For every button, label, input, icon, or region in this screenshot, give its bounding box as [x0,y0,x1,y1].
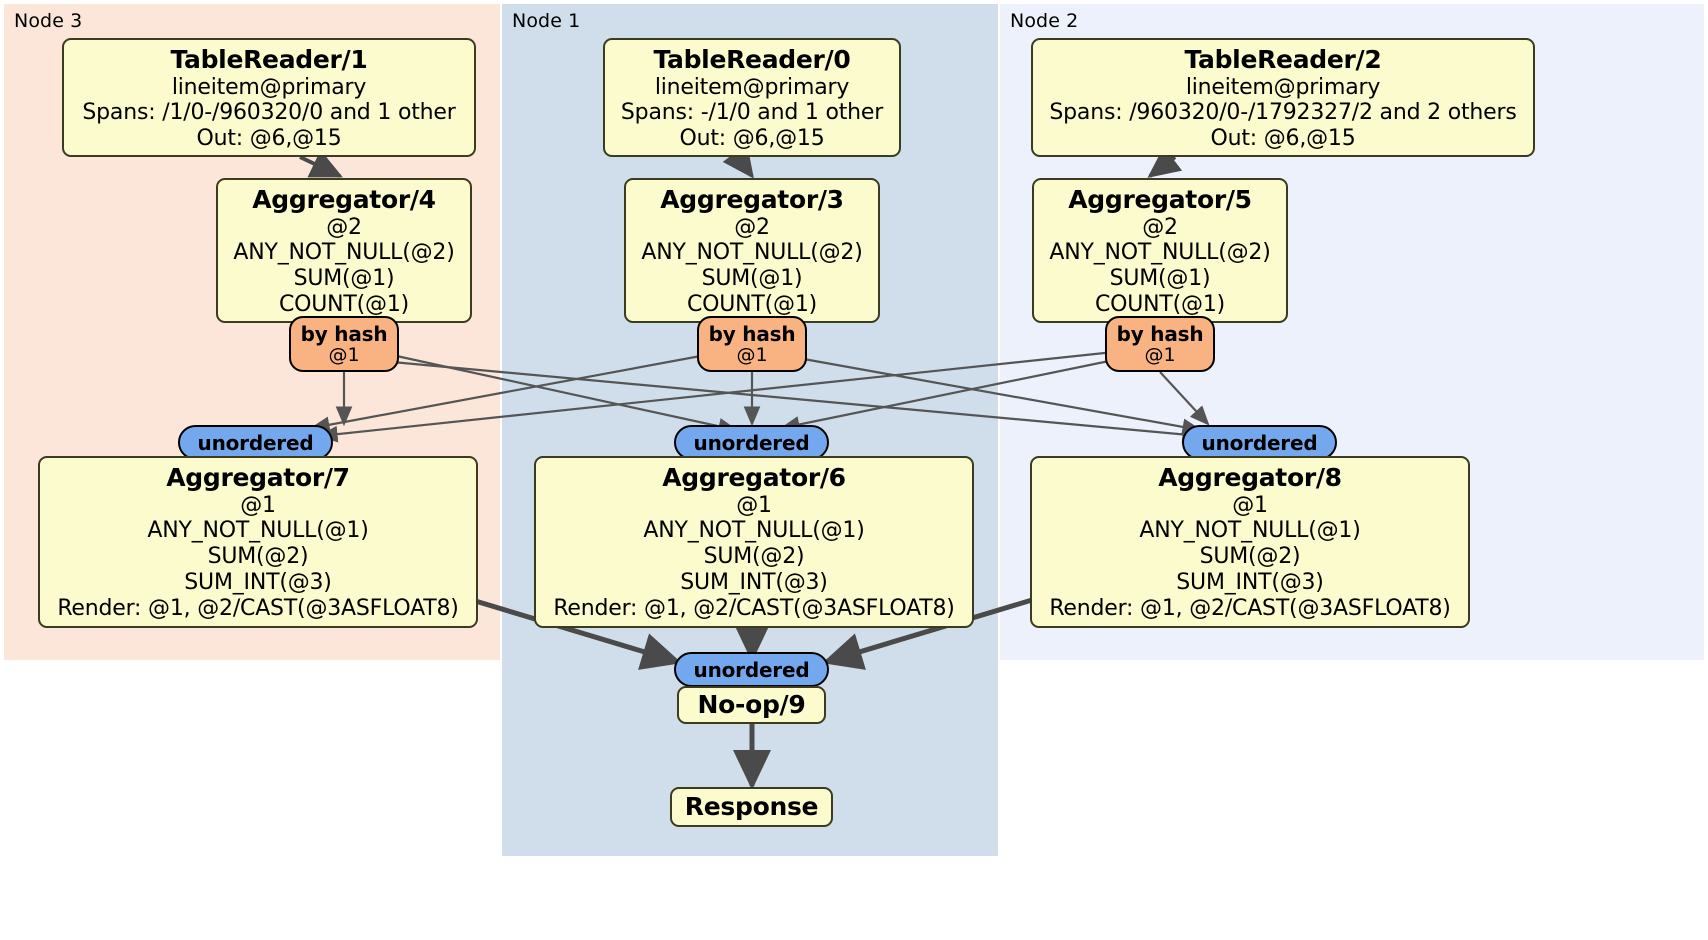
router-column: @1 [328,343,360,366]
panel-node-1-label: Node 1 [512,10,581,32]
box-line: lineitem@primary [654,74,850,100]
sync-label: unordered [693,430,810,455]
box-title: TableReader/1 [170,45,368,74]
box-title: Aggregator/6 [662,463,846,492]
box-line: SUM(@1) [1109,266,1211,292]
panel-node-2-label: Node 2 [1010,10,1079,32]
box-line: SUM(@2) [703,544,805,570]
router-label: by hash [1116,321,1204,346]
box-tablereader-1[interactable]: TableReader/1 lineitem@primary Spans: /1… [62,38,476,157]
sync-label: unordered [197,430,314,455]
router-by-hash-node1[interactable]: by hash @1 [697,316,807,372]
box-response[interactable]: Response [670,787,833,827]
box-line: COUNT(@1) [278,292,410,318]
box-line: lineitem@primary [171,74,367,100]
box-line: @2 [326,214,362,240]
sync-label: unordered [1201,430,1318,455]
box-aggregator-5[interactable]: Aggregator/5 @2 ANY_NOT_NULL(@2) SUM(@1)… [1032,178,1288,323]
box-line: SUM_INT(@3) [184,570,332,596]
sync-unordered-node1[interactable]: unordered [674,425,829,460]
box-line: Render: @1, @2/CAST(@3ASFLOAT8) [1049,596,1451,622]
box-line: Render: @1, @2/CAST(@3ASFLOAT8) [553,596,955,622]
box-line: ANY_NOT_NULL(@1) [643,518,865,544]
box-aggregator-6[interactable]: Aggregator/6 @1 ANY_NOT_NULL(@1) SUM(@2)… [534,456,974,628]
box-line: Spans: /1/0-/960320/0 and 1 other [82,100,456,126]
box-aggregator-4[interactable]: Aggregator/4 @2 ANY_NOT_NULL(@2) SUM(@1)… [216,178,472,323]
router-column: @1 [1144,343,1176,366]
box-aggregator-7[interactable]: Aggregator/7 @1 ANY_NOT_NULL(@1) SUM(@2)… [38,456,478,628]
box-noop-9[interactable]: No-op/9 [677,686,826,724]
router-label: by hash [708,321,796,346]
box-line: @1 [1232,492,1268,518]
box-line: Out: @6,@15 [196,126,342,152]
box-line: @2 [1142,214,1178,240]
box-title: Aggregator/3 [660,185,844,214]
box-title: Aggregator/7 [166,463,350,492]
box-title: TableReader/0 [653,45,851,74]
box-title: No-op/9 [697,690,806,720]
box-line: ANY_NOT_NULL(@1) [1139,518,1361,544]
sync-label: unordered [693,657,810,682]
router-by-hash-node3[interactable]: by hash @1 [289,316,399,372]
box-aggregator-3[interactable]: Aggregator/3 @2 ANY_NOT_NULL(@2) SUM(@1)… [624,178,880,323]
box-line: @1 [240,492,276,518]
sync-unordered-node2[interactable]: unordered [1182,425,1337,460]
box-aggregator-8[interactable]: Aggregator/8 @1 ANY_NOT_NULL(@1) SUM(@2)… [1030,456,1470,628]
box-title: Aggregator/4 [252,185,436,214]
box-line: COUNT(@1) [1094,292,1226,318]
box-line: lineitem@primary [1185,74,1381,100]
box-line: ANY_NOT_NULL(@2) [233,240,455,266]
box-line: SUM(@1) [701,266,803,292]
box-line: SUM(@1) [293,266,395,292]
sync-unordered-node3[interactable]: unordered [178,425,333,460]
router-label: by hash [300,321,388,346]
box-line: Spans: -/1/0 and 1 other [620,100,884,126]
router-column: @1 [736,343,768,366]
box-line: ANY_NOT_NULL(@2) [641,240,863,266]
panel-node-3-label: Node 3 [14,10,83,32]
box-title: Aggregator/8 [1158,463,1342,492]
box-line: @1 [736,492,772,518]
box-line: SUM(@2) [1199,544,1301,570]
box-line: SUM_INT(@3) [1176,570,1324,596]
box-line: COUNT(@1) [686,292,818,318]
box-line: Out: @6,@15 [1210,126,1356,152]
box-line: Render: @1, @2/CAST(@3ASFLOAT8) [57,596,459,622]
box-line: @2 [734,214,770,240]
box-line: Out: @6,@15 [679,126,825,152]
box-line: Spans: /960320/0-/1792327/2 and 2 others [1049,100,1517,126]
box-title: Aggregator/5 [1068,185,1252,214]
box-tablereader-2[interactable]: TableReader/2 lineitem@primary Spans: /9… [1031,38,1535,157]
box-line: SUM_INT(@3) [680,570,828,596]
box-title: Response [684,792,819,822]
box-tablereader-0[interactable]: TableReader/0 lineitem@primary Spans: -/… [603,38,901,157]
box-title: TableReader/2 [1184,45,1382,74]
box-line: SUM(@2) [207,544,309,570]
router-by-hash-node2[interactable]: by hash @1 [1105,316,1215,372]
box-line: ANY_NOT_NULL(@2) [1049,240,1271,266]
sync-unordered-final[interactable]: unordered [674,652,829,687]
box-line: ANY_NOT_NULL(@1) [147,518,369,544]
